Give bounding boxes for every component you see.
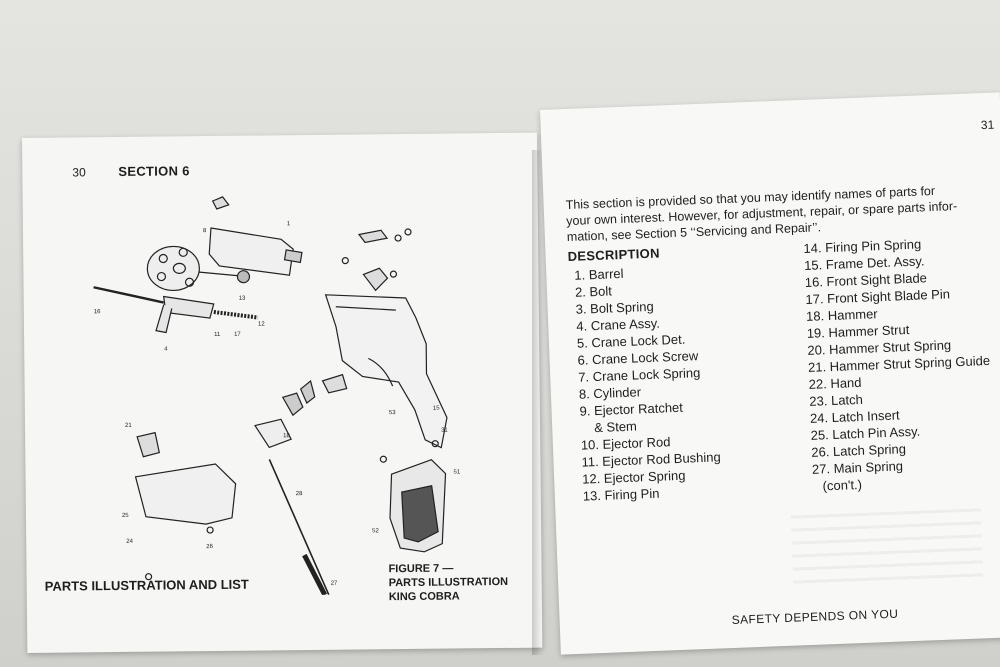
part-label: 8 bbox=[203, 228, 207, 234]
part-label: 13 bbox=[239, 296, 246, 302]
figure-caption: FIGURE 7 — PARTS ILLUSTRATION KING COBRA bbox=[388, 561, 508, 604]
book-gutter bbox=[532, 150, 546, 655]
figure-caption-line: FIGURE 7 — bbox=[388, 562, 454, 576]
part-label: 24 bbox=[126, 539, 133, 545]
left-page: 30 SECTION 6 bbox=[22, 132, 543, 653]
part-label: 15 bbox=[433, 406, 440, 412]
part-label: 12 bbox=[258, 321, 265, 327]
description-heading: DESCRIPTION bbox=[567, 245, 661, 265]
part-label: 18 bbox=[283, 433, 290, 439]
parts-list-column-1: 1. Barrel 2. Bolt 3. Bolt Spring 4. Cran… bbox=[574, 261, 722, 504]
part-label: 28 bbox=[296, 491, 303, 497]
right-page: 31 This section is provided so that you … bbox=[540, 92, 1000, 655]
part-label: 1 bbox=[287, 221, 291, 227]
page-footer: SAFETY DEPENDS ON YOU bbox=[731, 606, 899, 628]
part-label: 16 bbox=[94, 309, 101, 315]
exploded-parts-diagram: 8 1 16 17 11 13 12 4 15 18 21 28 27 31 5… bbox=[93, 196, 461, 596]
part-label: 21 bbox=[125, 423, 132, 429]
part-label: 52 bbox=[372, 528, 379, 534]
show-through-text bbox=[790, 508, 984, 591]
part-label: 4 bbox=[164, 346, 168, 352]
parts-list-column-2: 14. Firing Pin Spring 15. Frame Det. Ass… bbox=[803, 233, 995, 495]
part-label: 53 bbox=[389, 410, 396, 416]
part-label: 51 bbox=[453, 469, 460, 475]
part-label: 25 bbox=[122, 513, 129, 519]
right-page-number: 31 bbox=[980, 117, 995, 133]
part-label: 31 bbox=[441, 428, 448, 434]
part-label: 17 bbox=[234, 332, 241, 338]
part-label: 26 bbox=[206, 544, 213, 550]
figure-caption-line: PARTS ILLUSTRATION bbox=[388, 575, 509, 590]
part-label: 27 bbox=[331, 581, 338, 587]
parts-illustration-caption: PARTS ILLUSTRATION AND LIST bbox=[44, 576, 249, 594]
part-label: 11 bbox=[214, 332, 221, 338]
figure-caption-line: KING COBRA bbox=[388, 590, 460, 604]
